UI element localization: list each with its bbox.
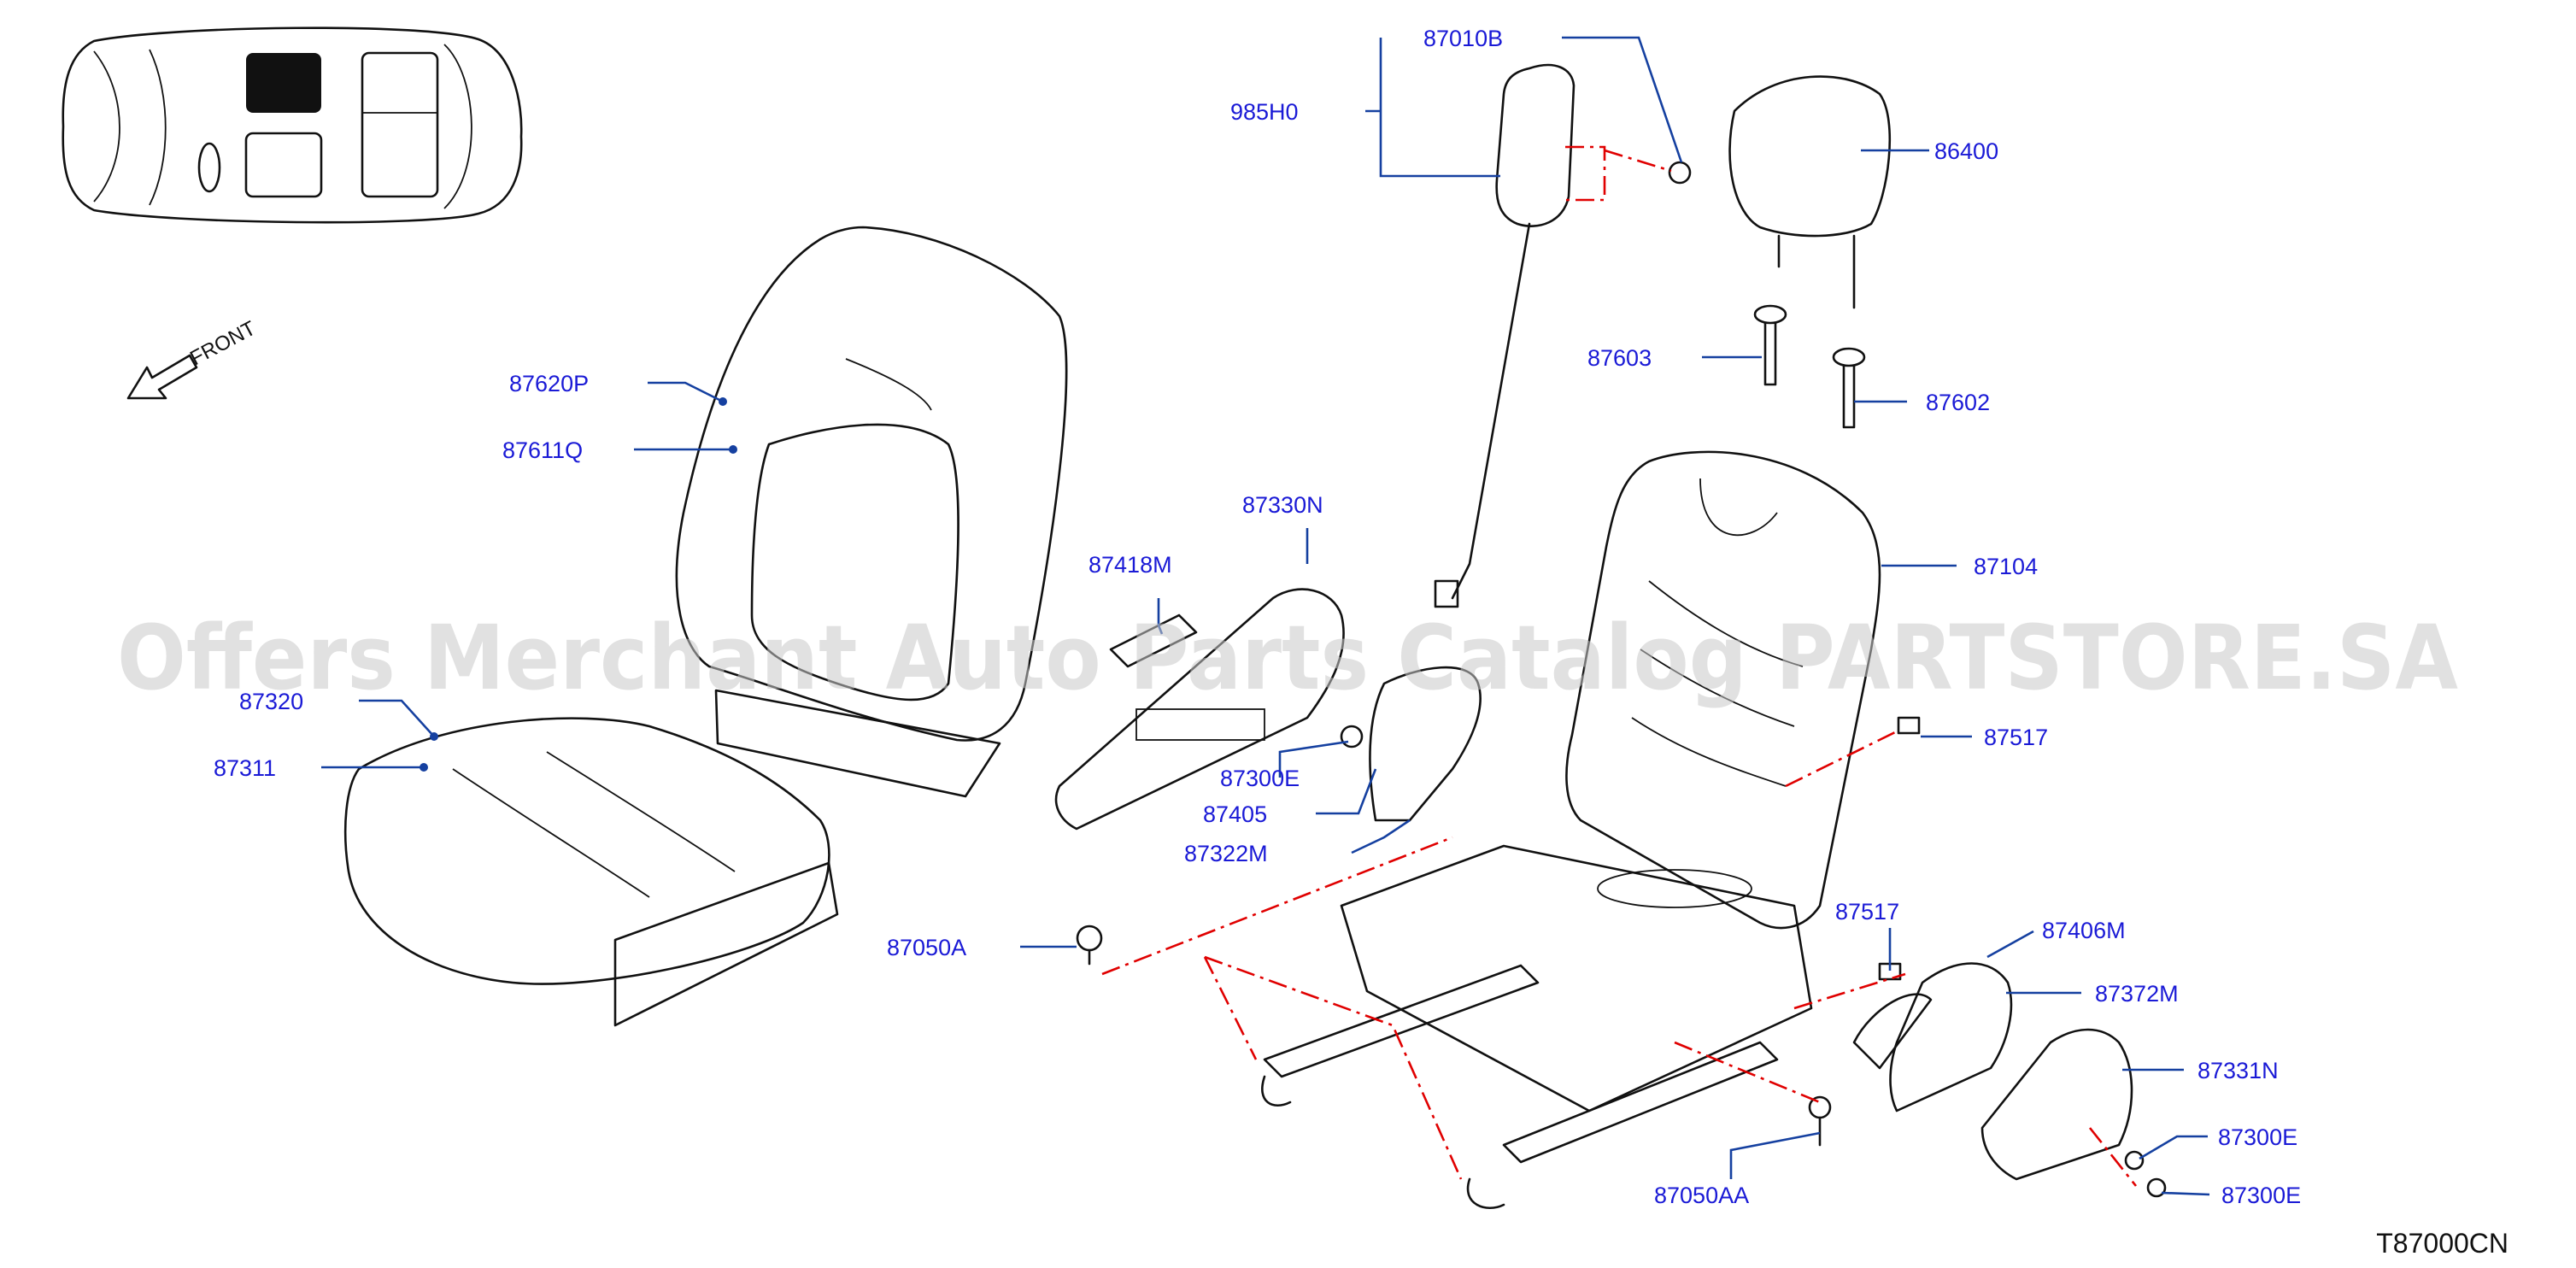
inner-shield-cover	[1054, 588, 1345, 831]
headrest	[1728, 75, 1892, 309]
car-locator-icon	[62, 26, 523, 224]
label-87331N: 87331N	[2198, 1058, 2279, 1083]
label-87517-lower: 87517	[1835, 899, 1899, 925]
bolt-87050AA-icon	[1808, 1095, 1832, 1147]
side-cover-bracket	[1369, 666, 1482, 822]
label-87603: 87603	[1587, 345, 1652, 371]
seat-back-cushion	[675, 226, 1068, 798]
label-87311: 87311	[214, 755, 276, 781]
label-87330N: 87330N	[1242, 492, 1323, 518]
watermark: Offers Merchant Auto Parts Catalog PARTS…	[117, 606, 2458, 710]
nut-87010B-icon	[1668, 161, 1692, 185]
label-87010B: 87010B	[1423, 26, 1503, 51]
outer-shield-cover	[1980, 1028, 2133, 1181]
assembly-lines	[1101, 145, 2138, 1187]
label-87620P: 87620P	[509, 371, 589, 396]
label-87300E-lower: 87300E	[2221, 1183, 2301, 1208]
label-87322M: 87322M	[1184, 841, 1268, 866]
label-985H0: 985H0	[1230, 99, 1299, 125]
label-86400: 86400	[1934, 138, 1998, 164]
side-airbag-module	[1434, 63, 1576, 608]
label-87418M: 87418M	[1088, 552, 1172, 578]
label-87372M: 87372M	[2095, 981, 2179, 1007]
label-87602: 87602	[1926, 390, 1990, 415]
label-87320: 87320	[239, 689, 303, 714]
bolt-87050A-icon	[1076, 925, 1103, 966]
clip-87517-upper-icon	[1897, 716, 1921, 735]
grommet-87300E-lower-icon	[2124, 1150, 2167, 1198]
label-87300E-upper: 87300E	[1220, 766, 1300, 791]
front-label: FRONT	[186, 316, 260, 370]
headrest-guide-87602	[1832, 347, 1866, 429]
callout-leaders	[321, 36, 2210, 1196]
clip-87418M-icon	[1109, 613, 1198, 668]
headrest-guide-87603	[1753, 304, 1787, 386]
diagram-id: T87000CN	[2376, 1228, 2509, 1259]
seat-cushion	[343, 717, 839, 1027]
grommet-87300E-icon	[1340, 725, 1364, 748]
label-87104: 87104	[1974, 554, 2038, 579]
label-87050AA: 87050AA	[1654, 1183, 1749, 1208]
front-arrow-icon	[126, 354, 198, 400]
label-87517-upper: 87517	[1984, 725, 2048, 750]
label-87300E-middle: 87300E	[2218, 1124, 2297, 1150]
label-87405: 87405	[1203, 801, 1267, 827]
label-87406M: 87406M	[2042, 918, 2126, 943]
seat-back-frame	[1565, 450, 1881, 930]
label-87611Q: 87611Q	[502, 437, 583, 463]
seat-base-frame	[1261, 844, 1813, 1209]
outer-shield-bracket	[1852, 962, 2013, 1112]
label-87050A: 87050A	[887, 935, 966, 960]
